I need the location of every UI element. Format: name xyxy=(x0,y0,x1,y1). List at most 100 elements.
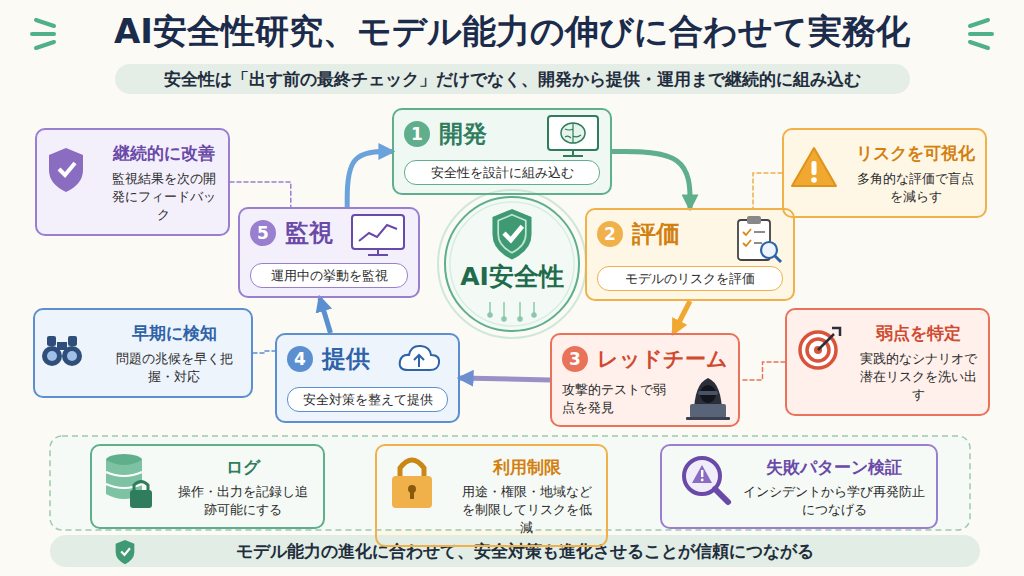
circuit-lines xyxy=(532,313,536,317)
step-heading: レッドチーム xyxy=(597,343,728,375)
step-heading: 開発 xyxy=(439,118,600,150)
warning-magnifier-icon xyxy=(684,458,728,502)
monitor-chart-icon xyxy=(359,225,397,241)
circuit-lines xyxy=(502,317,506,321)
clipboard-icon xyxy=(743,229,751,246)
callout-text: 実践的なシナリオで潜在リスクを洗い出す xyxy=(859,350,978,404)
center-shield xyxy=(498,215,526,253)
warning-icon xyxy=(792,148,836,186)
measure-heading: 利用制限 xyxy=(457,456,596,478)
warning-magnifier-icon xyxy=(701,479,704,482)
step-number: 1 xyxy=(404,121,430,147)
center-shield xyxy=(492,209,531,260)
binoculars-icon xyxy=(47,351,57,361)
callout-text: 多角的な評価で盲点を減らす xyxy=(856,170,975,206)
step-description: モデルのリスクを評価 xyxy=(597,266,783,291)
box-fill xyxy=(35,128,230,236)
step-description: 安全対策を整えて提供 xyxy=(287,387,448,412)
hacker-icon xyxy=(686,378,730,420)
center-label: AI安全性 xyxy=(446,262,578,292)
box-fill xyxy=(585,208,795,301)
step-heading: 提供 xyxy=(322,343,448,375)
step-number: 5 xyxy=(250,220,276,246)
title-accent xyxy=(970,32,992,36)
hacker-icon xyxy=(698,391,718,395)
caption-shield xyxy=(116,540,135,564)
box-fill xyxy=(275,333,460,423)
callout-box: 継続的に改善監視結果を次の開発にフィードバック xyxy=(35,128,230,236)
padlock-icon xyxy=(392,460,432,508)
binoculars-icon xyxy=(62,346,82,366)
clipboard-icon xyxy=(747,216,761,224)
box-fill xyxy=(444,196,580,332)
leader-line xyxy=(230,182,291,207)
subtitle-band: 安全性は「出す前の最終チェック」だけでなく、開発から提供・運用まで継続的に組み込… xyxy=(115,64,910,94)
database-lock-icon xyxy=(106,454,152,508)
circuit-lines xyxy=(519,302,521,318)
warning-magnifier-icon xyxy=(715,489,728,502)
center-circle: AI安全性 xyxy=(444,196,580,332)
leader-line xyxy=(253,351,275,353)
box-fill xyxy=(782,128,987,218)
box-fill xyxy=(115,64,910,94)
step-description: 安全性を設計に組み込む xyxy=(404,160,600,185)
title-accent xyxy=(36,20,54,26)
monitor-brain-icon xyxy=(561,123,585,143)
title-accent xyxy=(970,42,988,48)
target-icon xyxy=(818,334,834,350)
box-fill xyxy=(785,308,990,416)
measure-box: ログ操作・出力を記録し追跡可能にする xyxy=(90,444,325,529)
padlock-icon xyxy=(400,460,424,478)
step-description: 攻撃的テストで弱点を発見 xyxy=(562,381,670,417)
cycle-arrow xyxy=(612,152,690,209)
box-fill xyxy=(238,207,420,298)
step-number: 4 xyxy=(287,346,313,372)
circuit-lines xyxy=(489,302,491,314)
caption-shield xyxy=(116,540,135,564)
process-box: 2評価モデルのリスクを評価 xyxy=(585,208,795,301)
monitor-brain-icon xyxy=(548,116,598,150)
leader-line xyxy=(753,173,782,208)
measure-box: 失敗パターン検証インシデントから学び再発防止につなげる xyxy=(660,444,938,529)
cycle-arrow xyxy=(320,298,331,333)
measure-text: 操作・出力を記録し追跡可能にする xyxy=(172,483,313,519)
title-accent xyxy=(970,20,988,26)
binoculars-icon xyxy=(47,336,56,346)
padlock-icon xyxy=(392,476,432,508)
process-box: 1 開発安全性を設計に組み込む xyxy=(392,108,612,195)
measure-text: インシデントから学び再発防止につなげる xyxy=(742,483,926,519)
shield-check-icon xyxy=(49,148,83,192)
center-rings xyxy=(438,190,586,338)
measure-heading: 失敗パターン検証 xyxy=(742,456,926,478)
callout-box: 弱点を特定実践的なシナリオで潜在リスクを洗い出す xyxy=(785,308,990,416)
box-fill xyxy=(392,108,612,195)
binoculars-icon xyxy=(42,346,62,366)
callout-heading: 継続的に改善 xyxy=(109,142,218,164)
leader-line xyxy=(740,362,785,380)
database-lock-icon xyxy=(130,490,152,508)
cycle-arrow xyxy=(347,152,392,208)
measure-heading: ログ xyxy=(172,456,313,478)
clipboard-icon xyxy=(775,256,781,262)
callout-heading: 早期に検知 xyxy=(107,322,241,344)
binoculars-icon xyxy=(42,336,82,366)
clipboard-icon xyxy=(738,216,781,262)
measure-box: 利用制限用途・権限・地域などを制限してリスクを低減 xyxy=(375,444,608,547)
monitor-chart-icon xyxy=(352,215,404,255)
measure-text: 用途・権限・地域などを制限してリスクを低減 xyxy=(457,483,596,537)
warning-icon xyxy=(812,161,817,175)
process-box: 5監視運用中の挙動を監視 xyxy=(238,207,420,298)
process-box: 3レッドチーム攻撃的テストで弱点を発見 xyxy=(550,333,740,427)
center-shield xyxy=(492,209,531,260)
clipboard-icon xyxy=(754,231,765,233)
circuit-lines xyxy=(518,317,522,321)
target-icon xyxy=(800,332,836,368)
warning-magnifier-icon xyxy=(692,465,712,483)
warning-icon xyxy=(811,177,817,183)
cycle-arrow xyxy=(460,378,550,380)
caption-shield xyxy=(121,548,130,555)
callout-heading: 弱点を特定 xyxy=(859,322,978,344)
title: AI安全性研究、モデル能力の伸びに合わせて実務化 xyxy=(0,10,1024,52)
circuit-lines xyxy=(533,302,535,314)
